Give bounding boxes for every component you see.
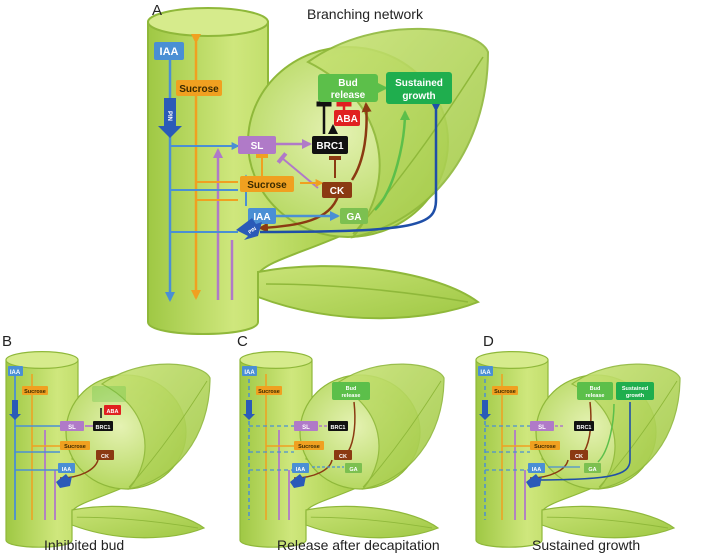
b-pin-top [9, 400, 21, 420]
node-ck-label: CK [330, 186, 345, 197]
node-sucrose-mid [240, 176, 294, 192]
c-iaa-mid: IAA [296, 467, 306, 473]
node-brc1 [312, 136, 348, 154]
node-ga [340, 208, 368, 224]
node-iaa [154, 42, 184, 60]
c-bud-1: Bud [346, 386, 357, 392]
b-iaa-mid: IAA [62, 467, 72, 473]
node-iaa-label: IAA [160, 46, 179, 58]
c-sucrose-top: Sucrose [258, 389, 280, 395]
c-brc1: BRC1 [331, 425, 346, 431]
pin-mid-label: PIN [247, 226, 258, 236]
d-pin-top [479, 400, 491, 420]
d-sus-1: Sustained [622, 386, 648, 392]
b-ck: CK [101, 454, 109, 460]
panel-b-letter: B [2, 333, 13, 350]
d-bud-2: release [586, 393, 605, 399]
d-iaa-mid: IAA [532, 467, 542, 473]
c-pin-mid [290, 474, 306, 488]
c-pin-top [243, 400, 255, 420]
node-sustained-growth [386, 72, 452, 104]
bud-release-line1: Bud [338, 78, 357, 89]
node-sl [238, 136, 276, 154]
c-sucrose-mid: Sucrose [298, 444, 320, 450]
panel-b-title: Inhibited bud [44, 537, 125, 553]
node-iaa-mid [248, 208, 276, 224]
d-sucrose-top: Sucrose [494, 389, 516, 395]
node-aba-label: ABA [336, 114, 358, 125]
pin-arrow-top [158, 98, 182, 138]
panel-c: Bud release IAA Sucrose SL BRC1 Sucrose … [239, 351, 445, 548]
node-sl-label: SL [251, 141, 264, 152]
node-ck [322, 182, 352, 198]
b-brc1: BRC1 [96, 425, 111, 431]
node-sucrose-top-label: Sucrose [179, 84, 219, 95]
panel-b: IAA Sucrose SL BRC1 ABA Sucrose CK IAA [5, 351, 211, 548]
sustained-line2: growth [402, 91, 435, 102]
c-ck: CK [339, 454, 347, 460]
b-sl: SL [68, 425, 76, 431]
panel-a: IAA Sucrose PIN Bud release Sustained gr… [147, 7, 489, 335]
node-aba [334, 110, 360, 126]
node-brc1-label: BRC1 [316, 141, 344, 152]
b-sucrose-top: Sucrose [24, 389, 46, 395]
node-bud-release [318, 74, 378, 102]
panel-a-letter: A [152, 2, 163, 19]
b-sucrose-mid: Sucrose [64, 444, 86, 450]
d-bud-1: Bud [590, 386, 601, 392]
d-sucrose-mid: Sucrose [534, 444, 556, 450]
panel-d: Bud release Sustained growth IAA Sucrose… [475, 351, 681, 548]
d-pin-mid [526, 474, 542, 488]
panel-c-title: Release after decapitation [277, 537, 440, 553]
panel-d-title: Sustained growth [532, 537, 641, 553]
b-pin-mid [56, 474, 72, 488]
sustained-line1: Sustained [395, 78, 443, 89]
panel-d-letter: D [483, 333, 494, 350]
pin-arrow-mid [236, 218, 262, 240]
c-iaa: IAA [244, 370, 255, 376]
c-bud-2: release [342, 393, 361, 399]
d-ga: GA [588, 467, 596, 473]
panel-a-title: Branching network [307, 6, 423, 22]
node-iaa-mid-label: IAA [253, 212, 270, 223]
bud-release-line2: release [331, 90, 366, 101]
node-ga-label: GA [347, 212, 362, 223]
b-aba: ABA [107, 409, 119, 415]
d-iaa: IAA [480, 370, 491, 376]
d-brc1: BRC1 [577, 425, 592, 431]
node-sucrose-mid-label: Sucrose [247, 180, 287, 191]
d-sl: SL [538, 425, 546, 431]
d-sus-2: growth [626, 393, 645, 399]
b-iaa: IAA [10, 370, 21, 376]
node-sucrose-top [176, 80, 222, 96]
pin-top-label: PIN [166, 111, 172, 121]
c-ga: GA [349, 467, 357, 473]
c-sl: SL [302, 425, 310, 431]
d-ck: CK [575, 454, 583, 460]
panel-c-letter: C [237, 333, 248, 350]
b-bud-release-faded [92, 386, 126, 402]
